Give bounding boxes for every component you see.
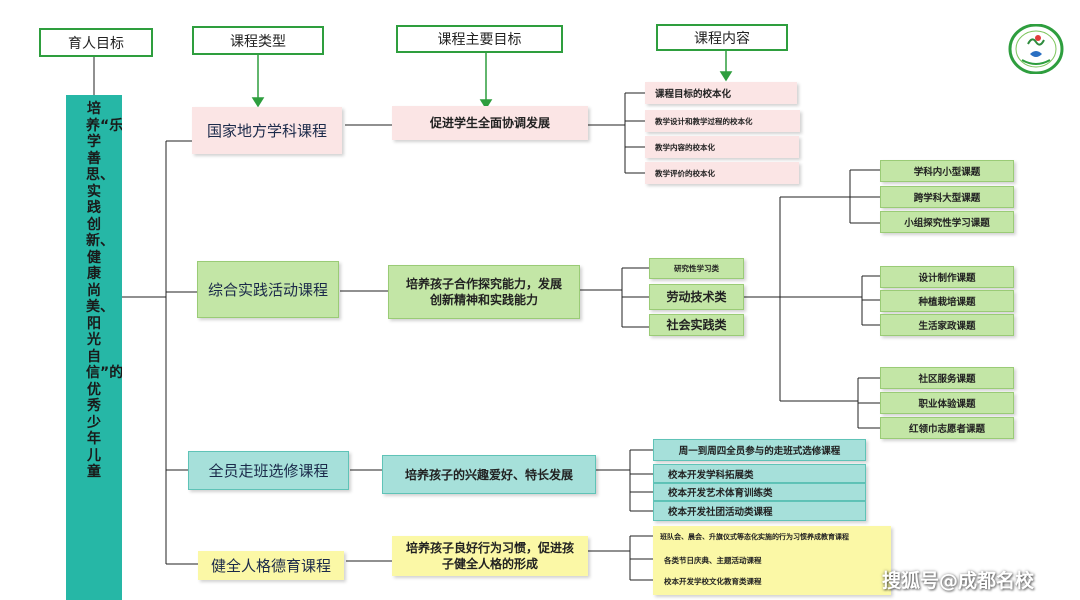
elective-content-label: 周一到周四全员参与的走班式选修课程 xyxy=(678,446,841,457)
watermark: 搜狐号@成都名校 xyxy=(882,566,1034,593)
practice-content-item: 社会实践类 xyxy=(649,314,744,336)
type-national: 国家地方学科课程 xyxy=(192,107,342,154)
elective-content-item: 周一到周四全员参与的走班式选修课程 xyxy=(653,439,866,461)
national-content-item: 教学评价的校本化 xyxy=(645,162,799,184)
goal-national-label: 促进学生全面协调发展 xyxy=(429,116,550,130)
labor-sub-item: 种植栽培课题 xyxy=(880,290,1014,312)
goal-elective-label: 培养孩子的兴趣爱好、特长发展 xyxy=(404,467,573,482)
moral-content-item: 各类节日庆典、主题活动课程 xyxy=(664,555,884,566)
practice-content-item: 劳动技术类 xyxy=(649,284,744,310)
national-content-item: 教学内容的校本化 xyxy=(645,136,799,158)
social-sub-item: 职业体验课题 xyxy=(880,392,1014,414)
national-content-item: 教学设计和教学过程的校本化 xyxy=(645,110,800,132)
national-content-item: 课程目标的校本化 xyxy=(645,82,797,104)
elective-content-item: 校本开发艺术体育训练类 xyxy=(653,483,866,501)
labor-sub-label: 生活家政课题 xyxy=(918,321,976,332)
practice-content-label: 劳动技术类 xyxy=(666,290,727,304)
goal-moral-label: 培养孩子良好行为习惯，促进孩子健全人格的形成 xyxy=(405,541,574,571)
national-content-label: 教学内容的校本化 xyxy=(655,142,715,152)
moral-content-label: 各类节日庆典、主题活动课程 xyxy=(664,556,762,565)
social-sub-label: 职业体验课题 xyxy=(918,399,976,410)
labor-sub-item: 生活家政课题 xyxy=(880,314,1014,336)
research-sub-label: 跨学科大型课题 xyxy=(913,193,981,204)
type-national-label: 国家地方学科课程 xyxy=(206,122,327,140)
elective-content-label: 校本开发艺术体育训练类 xyxy=(668,488,773,499)
elective-content-label: 校本开发学科拓展类 xyxy=(668,469,754,481)
goal-practice-label: 培养孩子合作探究能力，发展创新精神和实践能力 xyxy=(405,277,562,307)
moral-content-item: 班队会、晨会、升旗仪式等态化实施的行为习惯养成教育课程 xyxy=(660,532,890,542)
social-sub-label: 红领巾志愿者课题 xyxy=(908,424,985,435)
header-goal-label: 育人目标 xyxy=(68,35,124,52)
practice-content-label: 社会实践类 xyxy=(666,318,727,332)
practice-content-item: 研究性学习类 xyxy=(649,258,744,279)
header-content: 课程内容 xyxy=(656,24,788,51)
research-sub-label: 学科内小型课题 xyxy=(913,167,981,178)
header-main-goal: 课程主要目标 xyxy=(396,25,563,53)
social-sub-label: 社区服务课题 xyxy=(918,374,976,385)
moral-content-block xyxy=(653,526,891,595)
goal-national: 促进学生全面协调发展 xyxy=(392,106,588,140)
moral-content-label: 校本开发学校文化教育类课程 xyxy=(664,577,762,586)
national-content-label: 教学设计和教学过程的校本化 xyxy=(655,116,753,126)
type-practice: 综合实践活动课程 xyxy=(197,261,339,318)
labor-sub-item: 设计制作课题 xyxy=(880,266,1014,288)
type-elective-label: 全员走班选修课程 xyxy=(208,462,329,480)
watermark-text: 搜狐号@成都名校 xyxy=(882,570,1035,592)
practice-content-label: 研究性学习类 xyxy=(674,264,719,273)
school-logo-icon xyxy=(1008,24,1064,74)
header-main-goal-label: 课程主要目标 xyxy=(437,32,522,48)
moral-content-item: 校本开发学校文化教育类课程 xyxy=(664,576,884,587)
national-content-label: 课程目标的校本化 xyxy=(655,89,732,100)
labor-sub-label: 设计制作课题 xyxy=(918,273,976,284)
elective-content-label: 校本开发社团活动类课程 xyxy=(668,507,773,518)
labor-sub-label: 种植栽培课题 xyxy=(918,297,976,308)
goal-elective: 培养孩子的兴趣爱好、特长发展 xyxy=(382,455,596,494)
header-goal: 育人目标 xyxy=(39,28,153,57)
national-content-label: 教学评价的校本化 xyxy=(655,168,715,178)
header-course-type: 课程类型 xyxy=(192,26,324,55)
research-sub-item: 跨学科大型课题 xyxy=(880,186,1014,208)
type-moral: 健全人格德育课程 xyxy=(198,551,344,580)
social-sub-item: 红领巾志愿者课题 xyxy=(880,417,1014,439)
education-goal-column: 培养“乐学善思、实践创新、健康尚美、阳光自信”的优秀少年儿童 xyxy=(66,95,122,600)
header-content-label: 课程内容 xyxy=(694,30,750,47)
type-practice-label: 综合实践活动课程 xyxy=(207,281,328,299)
goal-practice: 培养孩子合作探究能力，发展创新精神和实践能力 xyxy=(388,265,580,319)
research-sub-item: 小组探究性学习课题 xyxy=(880,211,1014,233)
goal-moral: 培养孩子良好行为习惯，促进孩子健全人格的形成 xyxy=(392,536,588,576)
social-sub-item: 社区服务课题 xyxy=(880,367,1014,389)
elective-content-item: 校本开发社团活动类课程 xyxy=(653,501,866,521)
type-elective: 全员走班选修课程 xyxy=(188,451,349,490)
research-sub-item: 学科内小型课题 xyxy=(880,160,1014,182)
elective-content-item: 校本开发学科拓展类 xyxy=(653,464,866,483)
header-course-type-label: 课程类型 xyxy=(230,33,286,50)
moral-content-label: 班队会、晨会、升旗仪式等态化实施的行为习惯养成教育课程 xyxy=(660,533,849,541)
type-moral-label: 健全人格德育课程 xyxy=(210,557,331,575)
education-goal-text: 培养“乐学善思、实践创新、健康尚美、阳光自信”的优秀少年儿童 xyxy=(86,101,122,480)
research-sub-label: 小组探究性学习课题 xyxy=(904,218,990,229)
